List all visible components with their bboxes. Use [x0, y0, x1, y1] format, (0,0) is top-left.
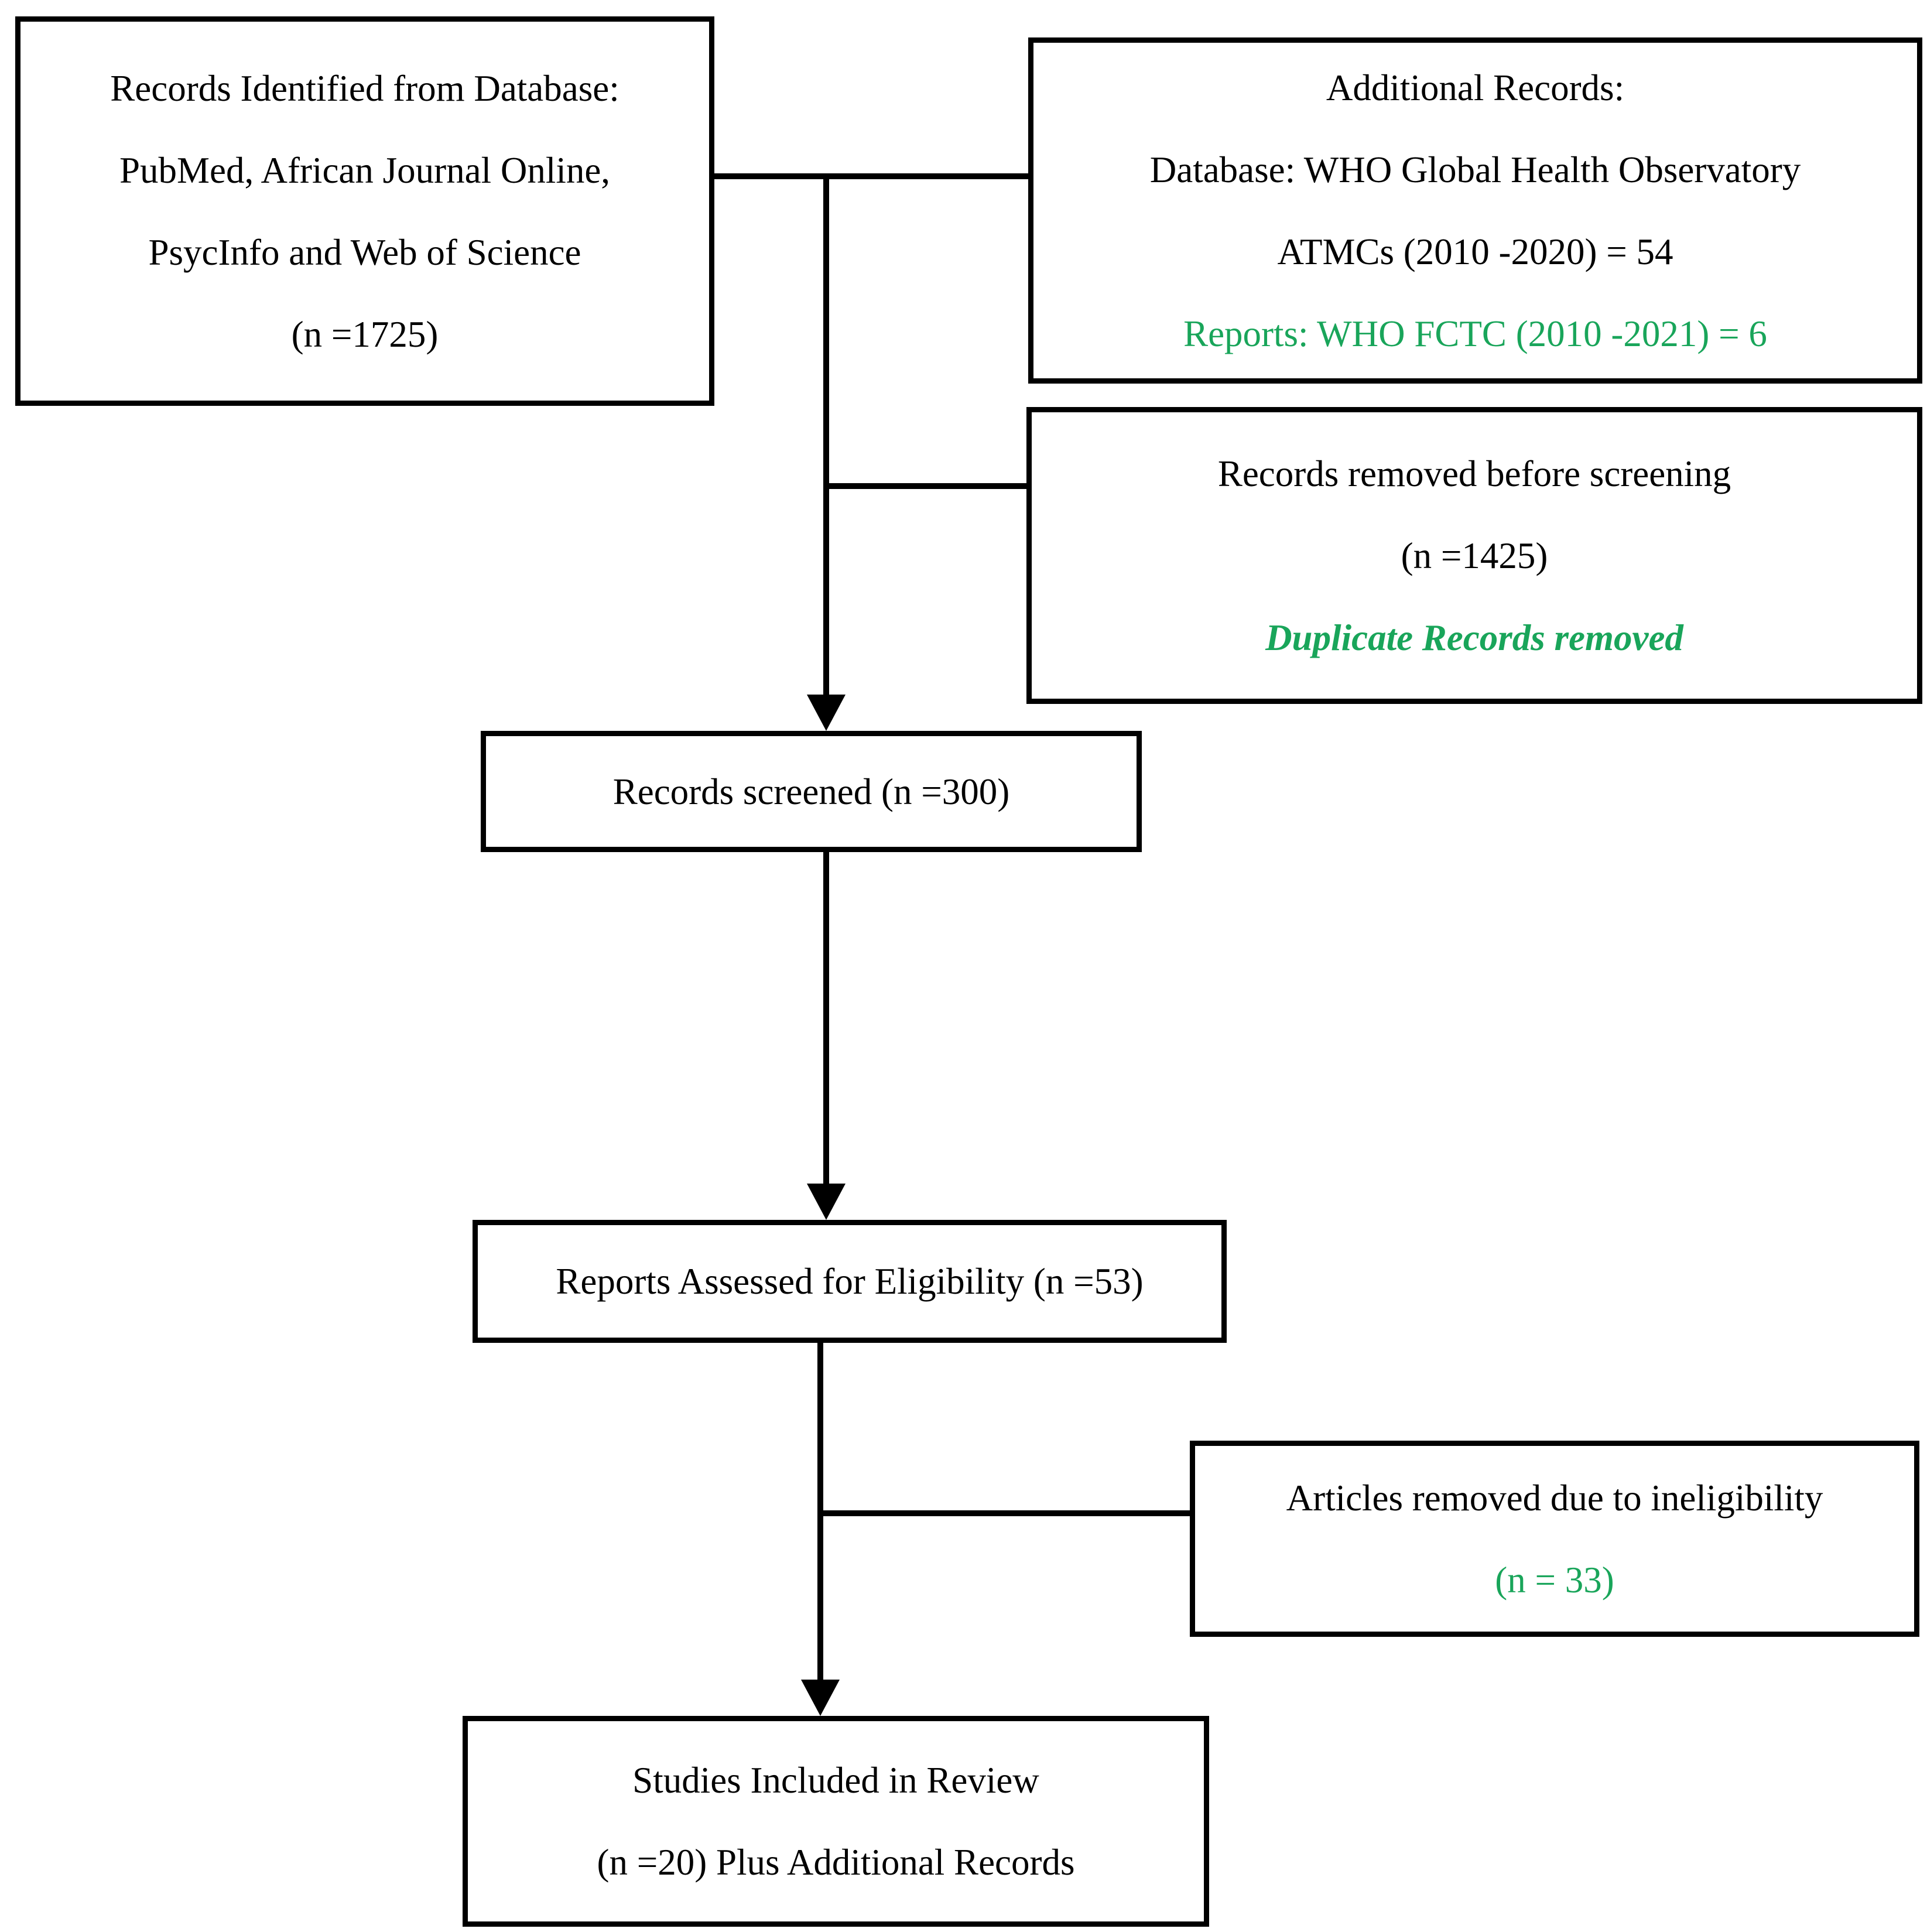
- records-screened-box: Records screened (n =300): [481, 731, 1142, 852]
- connector-screened-to-assessed: [823, 849, 829, 1188]
- records-identified-box: Records Identified from Database: PubMed…: [15, 16, 714, 406]
- records-identified-line-1: Records Identified from Database:: [110, 67, 619, 109]
- reports-assessed-box: Reports Assessed for Eligibility (n =53): [473, 1220, 1227, 1343]
- records-removed-title: Records removed before screening: [1217, 453, 1731, 494]
- connector-branch-to-removed: [823, 483, 1026, 489]
- records-screened-label: Records screened (n =300): [612, 771, 1010, 812]
- articles-removed-label: Articles removed due to ineligibility: [1286, 1477, 1823, 1519]
- articles-removed-count: (n = 33): [1495, 1559, 1614, 1601]
- arrow-down-icon-included: [801, 1680, 840, 1716]
- arrow-down-icon-assessed: [807, 1184, 846, 1220]
- records-removed-count: (n =1425): [1401, 535, 1548, 576]
- articles-removed-box: Articles removed due to ineligibility (n…: [1190, 1441, 1919, 1637]
- records-identified-line-2: PubMed, African Journal Online,: [119, 149, 611, 191]
- records-identified-line-3: PsycInfo and Web of Science: [148, 231, 581, 273]
- records-removed-box: Records removed before screening (n =142…: [1026, 407, 1922, 704]
- studies-included-line-2: (n =20) Plus Additional Records: [597, 1842, 1075, 1883]
- additional-records-box: Additional Records: Database: WHO Global…: [1028, 37, 1922, 384]
- studies-included-line-1: Studies Included in Review: [632, 1760, 1039, 1801]
- studies-included-box: Studies Included in Review (n =20) Plus …: [463, 1716, 1209, 1927]
- arrow-down-icon-screened: [807, 695, 846, 731]
- connector-identification-to-additional: [712, 173, 1028, 179]
- additional-records-reports: Reports: WHO FCTC (2010 -2021) = 6: [1183, 313, 1767, 354]
- reports-assessed-label: Reports Assessed for Eligibility (n =53): [556, 1261, 1144, 1302]
- records-identified-count: (n =1725): [291, 313, 439, 355]
- additional-records-title: Additional Records:: [1326, 67, 1625, 108]
- additional-records-database: Database: WHO Global Health Observatory: [1149, 149, 1801, 190]
- connector-branch-to-ineligible: [817, 1510, 1190, 1516]
- connector-drop-to-screened: [823, 173, 829, 697]
- additional-records-atmcs: ATMCs (2010 -2020) = 54: [1277, 231, 1673, 272]
- duplicate-records-note: Duplicate Records removed: [1265, 617, 1683, 658]
